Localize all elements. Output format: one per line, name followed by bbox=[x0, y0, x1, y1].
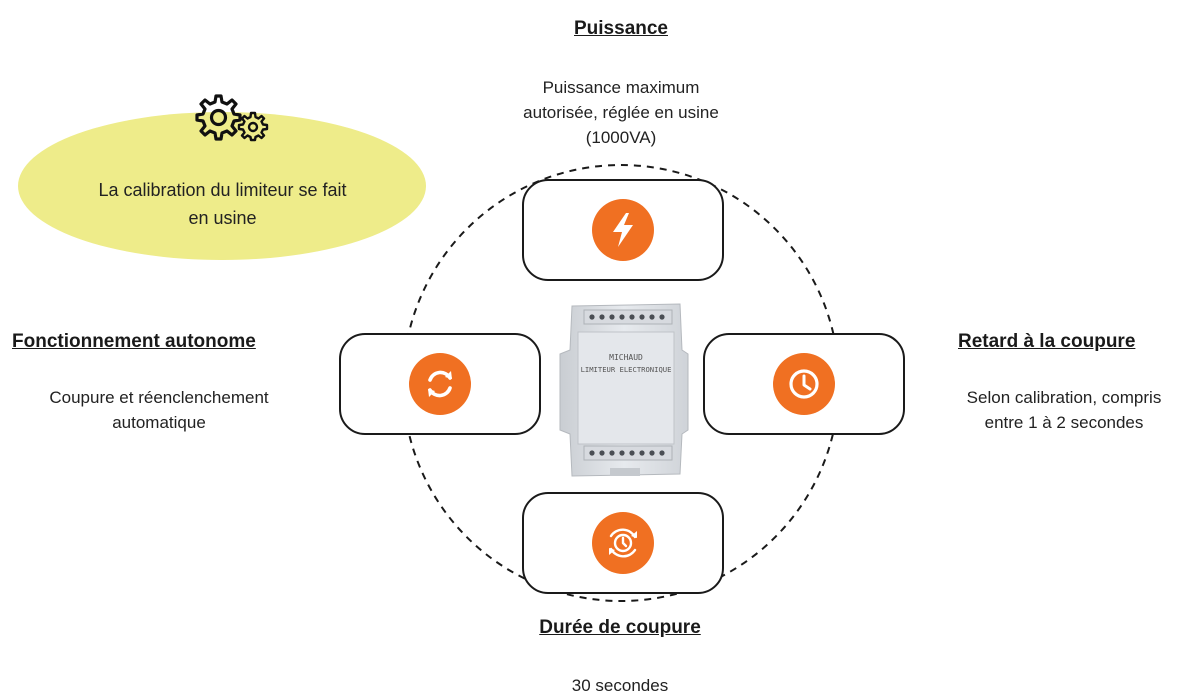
device-label-brand: MICHAUD bbox=[609, 353, 643, 362]
delay-line-2: entre 1 à 2 secondes bbox=[984, 413, 1144, 432]
power-card bbox=[522, 179, 724, 281]
delay-description: Selon calibration, compris entre 1 à 2 s… bbox=[926, 385, 1202, 435]
duration-card bbox=[522, 492, 724, 594]
calibration-text: La calibration du limiteur se fait en us… bbox=[40, 176, 405, 232]
delay-line-1: Selon calibration, compris bbox=[966, 388, 1162, 407]
cycle-clock-icon bbox=[592, 512, 654, 574]
power-description: Puissance maximum autorisée, réglée en u… bbox=[440, 75, 802, 150]
duration-description: 30 secondes bbox=[571, 676, 669, 695]
refresh-icon bbox=[409, 353, 471, 415]
power-line-1: Puissance maximum bbox=[542, 78, 700, 97]
device-label-model: LIMITEUR ELECTRONIQUE bbox=[581, 365, 672, 374]
gears-icon bbox=[190, 92, 272, 149]
power-line-3: (1000VA) bbox=[585, 128, 657, 147]
calibration-line-2: en usine bbox=[188, 208, 257, 228]
autonomous-heading: Fonctionnement autonome bbox=[12, 331, 256, 352]
limiter-device: MICHAUD LIMITEUR ELECTRONIQUE bbox=[554, 298, 694, 485]
autonomous-card bbox=[339, 333, 541, 435]
lightning-icon bbox=[592, 199, 654, 261]
power-heading: Puissance bbox=[574, 18, 668, 39]
calibration-line-1: La calibration du limiteur se fait bbox=[98, 180, 347, 200]
power-line-2: autorisée, réglée en usine bbox=[523, 103, 719, 122]
delay-heading: Retard à la coupure bbox=[958, 331, 1136, 352]
delay-card bbox=[703, 333, 905, 435]
duration-heading: Durée de coupure bbox=[539, 617, 701, 638]
autonomous-description: Coupure et réenclenchement automatique bbox=[0, 385, 318, 435]
autonomous-line-1: Coupure et réenclenchement bbox=[49, 388, 269, 407]
clock-icon bbox=[773, 353, 835, 415]
autonomous-line-2: automatique bbox=[112, 413, 206, 432]
